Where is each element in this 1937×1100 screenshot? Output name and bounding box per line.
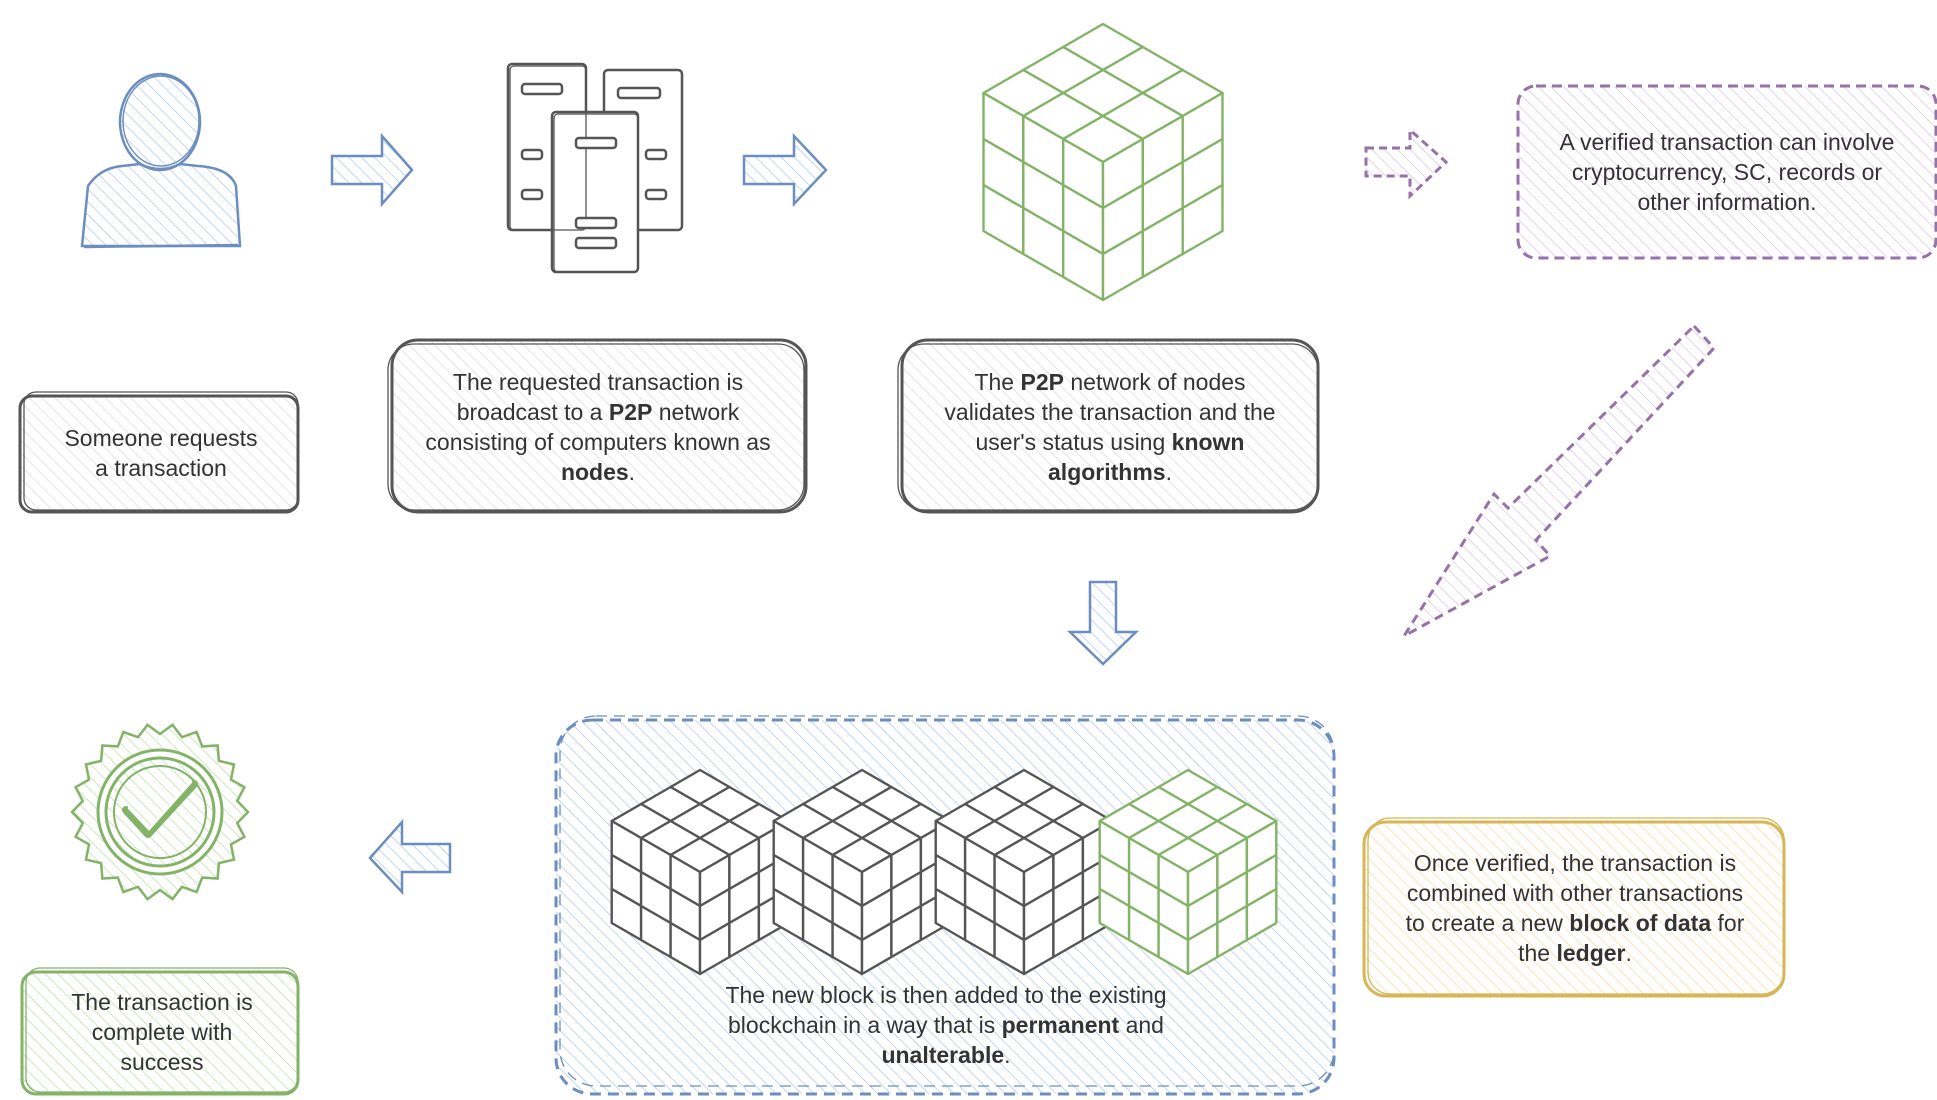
new-block-icon — [1098, 768, 1278, 976]
bold-text: P2P — [608, 399, 653, 425]
text: consisting of computers known as — [425, 429, 771, 455]
text-line: algorithms. — [1048, 457, 1172, 487]
bold-text: known — [1171, 429, 1245, 455]
arrow-right-dashed-icon — [1364, 126, 1449, 200]
chain-block-icon — [934, 768, 1114, 976]
text: other information. — [1637, 189, 1817, 215]
chain-block-icon — [772, 768, 952, 976]
broadcast-box — [387, 338, 808, 514]
text-line: combined with other transactions — [1407, 878, 1743, 908]
verified-note-label: A verified transaction can involve crypto… — [1522, 90, 1932, 254]
arrow-right-icon — [742, 132, 828, 208]
text-line: user's status using known — [976, 427, 1245, 457]
complete-label: The transaction is complete with success — [26, 972, 298, 1092]
text: The requested transaction is — [452, 369, 744, 395]
bold-text: nodes — [560, 459, 629, 485]
text: . — [1165, 459, 1172, 485]
text: Once verified, the transaction is — [1413, 850, 1737, 876]
text: blockchain in a way that is — [728, 1012, 1002, 1038]
user-icon — [80, 72, 242, 249]
text-line: The new block is then added to the exist… — [725, 980, 1166, 1010]
text-line: unalterable. — [881, 1040, 1010, 1070]
bold-text: ledger — [1556, 940, 1626, 966]
arrow-right-icon — [330, 132, 414, 208]
arrow-left-icon — [368, 818, 452, 896]
text-line: Once verified, the transaction is — [1414, 848, 1736, 878]
blockchain-cubes-icon — [610, 768, 1278, 976]
text: for — [1711, 910, 1745, 936]
text: network of nodes — [1063, 369, 1246, 395]
verified-note-box — [1516, 84, 1937, 260]
text-line: to create a new block of data for — [1406, 908, 1745, 938]
text-line: The transaction is — [71, 987, 253, 1017]
text-line: blockchain in a way that is permanent an… — [728, 1010, 1164, 1040]
text: a transaction — [95, 455, 227, 481]
text: broadcast to a — [456, 399, 609, 425]
text: The transaction is — [71, 989, 253, 1015]
text: . — [1625, 940, 1632, 966]
text-line: cryptocurrency, SC, records or — [1572, 157, 1882, 187]
text-line: consisting of computers known as — [425, 427, 770, 457]
bold-text: unalterable — [881, 1042, 1005, 1068]
text: cryptocurrency, SC, records or — [1571, 159, 1883, 185]
text: validates the transaction and the — [944, 399, 1276, 425]
bold-text: P2P — [1020, 369, 1064, 395]
text: . — [628, 459, 636, 485]
server-rack-icon — [506, 62, 684, 274]
text-line: nodes. — [561, 457, 635, 487]
text: The new block is then added to the exist… — [725, 982, 1167, 1008]
text-line: Someone requests — [64, 423, 257, 453]
text: to create a new — [1405, 910, 1570, 936]
text-line: other information. — [1638, 187, 1817, 217]
text: combined with other transactions — [1406, 880, 1744, 906]
text-line: complete with — [92, 1017, 233, 1047]
add-block-label: The new block is then added to the exist… — [560, 968, 1332, 1082]
text-line: broadcast to a P2P network — [457, 397, 740, 427]
text: The — [974, 369, 1021, 395]
combine-box — [1362, 817, 1786, 998]
cube-grid-icon — [982, 22, 1224, 302]
arrow-down-icon — [1066, 580, 1140, 666]
arrow-diagonal-dashed-icon — [1402, 323, 1717, 638]
text: success — [120, 1049, 204, 1075]
bold-text: algorithms — [1048, 459, 1166, 485]
bold-text: block of data — [1569, 910, 1712, 936]
text: complete with — [91, 1019, 233, 1045]
chain-block-icon — [610, 768, 790, 976]
bold-text: permanent — [1001, 1012, 1120, 1038]
text-line: The P2P network of nodes — [974, 367, 1245, 397]
text-line: the ledger. — [1518, 938, 1632, 968]
complete-box — [20, 967, 300, 1096]
text-line: A verified transaction can involve — [1560, 127, 1895, 157]
text-line: validates the transaction and the — [944, 397, 1275, 427]
combine-label: Once verified, the transaction is combine… — [1368, 822, 1782, 994]
text: user's status using — [975, 429, 1172, 455]
text: the — [1518, 940, 1557, 966]
text-line: success — [120, 1047, 203, 1077]
text: network — [652, 399, 740, 425]
text: Someone requests — [64, 425, 258, 451]
text: . — [1004, 1042, 1011, 1068]
validate-box — [897, 338, 1320, 514]
request-label: Someone requests a transaction — [24, 396, 298, 510]
check-badge-icon — [70, 723, 250, 901]
text: A verified transaction can involve — [1559, 129, 1895, 155]
text: and — [1119, 1012, 1164, 1038]
text-line: The requested transaction is — [453, 367, 743, 397]
request-box — [18, 391, 300, 514]
text-line: a transaction — [95, 453, 227, 483]
